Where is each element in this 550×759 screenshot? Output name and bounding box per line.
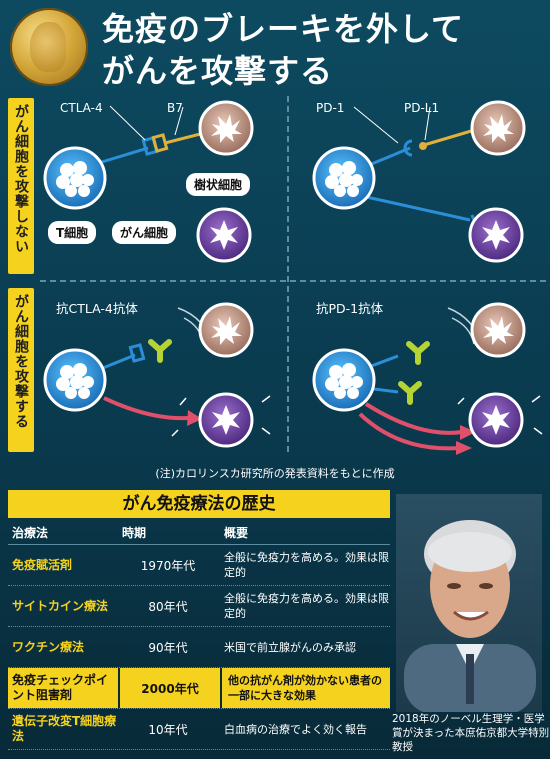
side-tag-attack-label: がん細胞を攻撃する — [13, 294, 29, 429]
t-cell-icon — [43, 348, 107, 412]
t-cell-icon — [312, 348, 376, 412]
history-table-title: がん免疫療法の歴史 — [8, 490, 390, 518]
cell-period: 10年代 — [148, 722, 188, 737]
antibody-icon — [151, 342, 169, 360]
callout-t-cell: T細胞 — [48, 221, 97, 244]
cell-summary: 全般に免疫力を高める。効果は限定的 — [224, 592, 389, 620]
mechanism-diagram — [43, 100, 543, 455]
label-b7: B7 — [167, 101, 183, 115]
panel-anti-ctla4-attack — [43, 302, 271, 448]
cell-therapy: ワクチン療法 — [12, 639, 85, 654]
callout-cancer-cell: がん細胞 — [112, 221, 177, 244]
label-ctla4: CTLA-4 — [60, 101, 103, 115]
cell-therapy: 遺伝子改変T細胞療法 — [12, 714, 117, 743]
cell-therapy: 免疫チェックポイント阻害剤 — [8, 668, 118, 708]
cell-therapy: サイトカイン療法 — [12, 598, 109, 613]
antibody-icon — [401, 384, 419, 402]
table-header: 治療法 時期 概要 — [8, 522, 390, 545]
cancer-cell-icon — [468, 392, 524, 448]
portrait-illustration — [404, 520, 536, 712]
label-pd1: PD-1 — [316, 101, 345, 115]
table-row: 免疫賦活剤 1970年代 全般に免疫力を高める。効果は限定的 — [8, 545, 390, 586]
cell-summary: 米国で前立腺がんのみ承認 — [224, 640, 356, 654]
label-pdl1: PD-L1 — [404, 101, 440, 115]
label-anti-pd1: 抗PD-1抗体 — [316, 301, 384, 316]
dendritic-cell-icon — [198, 302, 254, 358]
dendritic-cell-icon — [198, 100, 254, 156]
cancer-cell-icon — [468, 207, 524, 263]
table-row: サイトカイン療法 80年代 全般に免疫力を高める。効果は限定的 — [8, 586, 390, 627]
photo-caption: 2018年のノーベル生理学・医学賞が決まった本庶佑京都大学特別教授 — [392, 713, 550, 753]
side-tag-attack: がん細胞を攻撃する — [8, 288, 34, 452]
title-line-2: がんを攻撃する — [102, 52, 334, 90]
source-note: (注)カロリンスカ研究所の発表資料をもとに作成 — [155, 467, 395, 480]
table-row: 遺伝子改変T細胞療法 10年代 白血病の治療でよく効く報告 — [8, 709, 390, 750]
dendritic-cell-icon — [470, 100, 526, 156]
dendritic-cell-icon — [470, 302, 526, 358]
cell-period: 80年代 — [148, 599, 188, 614]
history-table: 治療法 時期 概要 免疫賦活剤 1970年代 全般に免疫力を高める。効果は限定的… — [8, 522, 390, 750]
antibody-icon — [409, 344, 427, 362]
label-anti-ctla4: 抗CTLA-4抗体 — [56, 301, 138, 316]
table-row-highlighted: 免疫チェックポイント阻害剤 2000年代 他の抗がん剤が効かない患者の一部に大き… — [8, 668, 390, 709]
panel-divider-horizontal — [40, 280, 546, 282]
panel-anti-pd1-attack — [312, 302, 543, 455]
cell-summary: 全般に免疫力を高める。効果は限定的 — [224, 551, 389, 579]
cancer-cell-icon — [198, 392, 254, 448]
cell-summary: 白血病の治療でよく効く報告 — [224, 722, 367, 736]
cell-therapy: 免疫賦活剤 — [12, 557, 73, 572]
title-line-1: 免疫のブレーキを外して — [102, 10, 465, 48]
cell-summary: 他の抗がん剤が効かない患者の一部に大きな効果 — [222, 668, 390, 708]
cell-period: 1970年代 — [140, 558, 196, 573]
cell-period: 90年代 — [148, 640, 188, 655]
header-therapy: 治療法 — [12, 525, 49, 540]
table-row: ワクチン療法 90年代 米国で前立腺がんのみ承認 — [8, 627, 390, 668]
panel-pd1-no-attack — [312, 100, 526, 263]
cancer-cell-icon — [196, 207, 252, 263]
callout-dendritic-cell: 樹状細胞 — [186, 173, 251, 196]
side-tag-no-attack: がん細胞を攻撃しない — [8, 98, 34, 274]
t-cell-icon — [43, 146, 107, 210]
cell-period: 2000年代 — [120, 668, 220, 708]
side-tag-no-attack-label: がん細胞を攻撃しない — [13, 104, 29, 254]
t-cell-icon — [312, 146, 376, 210]
header-period: 時期 — [122, 526, 147, 540]
header-summary: 概要 — [224, 525, 249, 540]
nobel-medal-icon — [10, 8, 88, 86]
professor-portrait — [396, 494, 542, 712]
panel-divider-vertical — [287, 96, 289, 452]
page-title: 免疫のブレーキを外して がんを攻撃する — [102, 8, 464, 92]
panel-ctla4-no-attack — [43, 100, 254, 263]
